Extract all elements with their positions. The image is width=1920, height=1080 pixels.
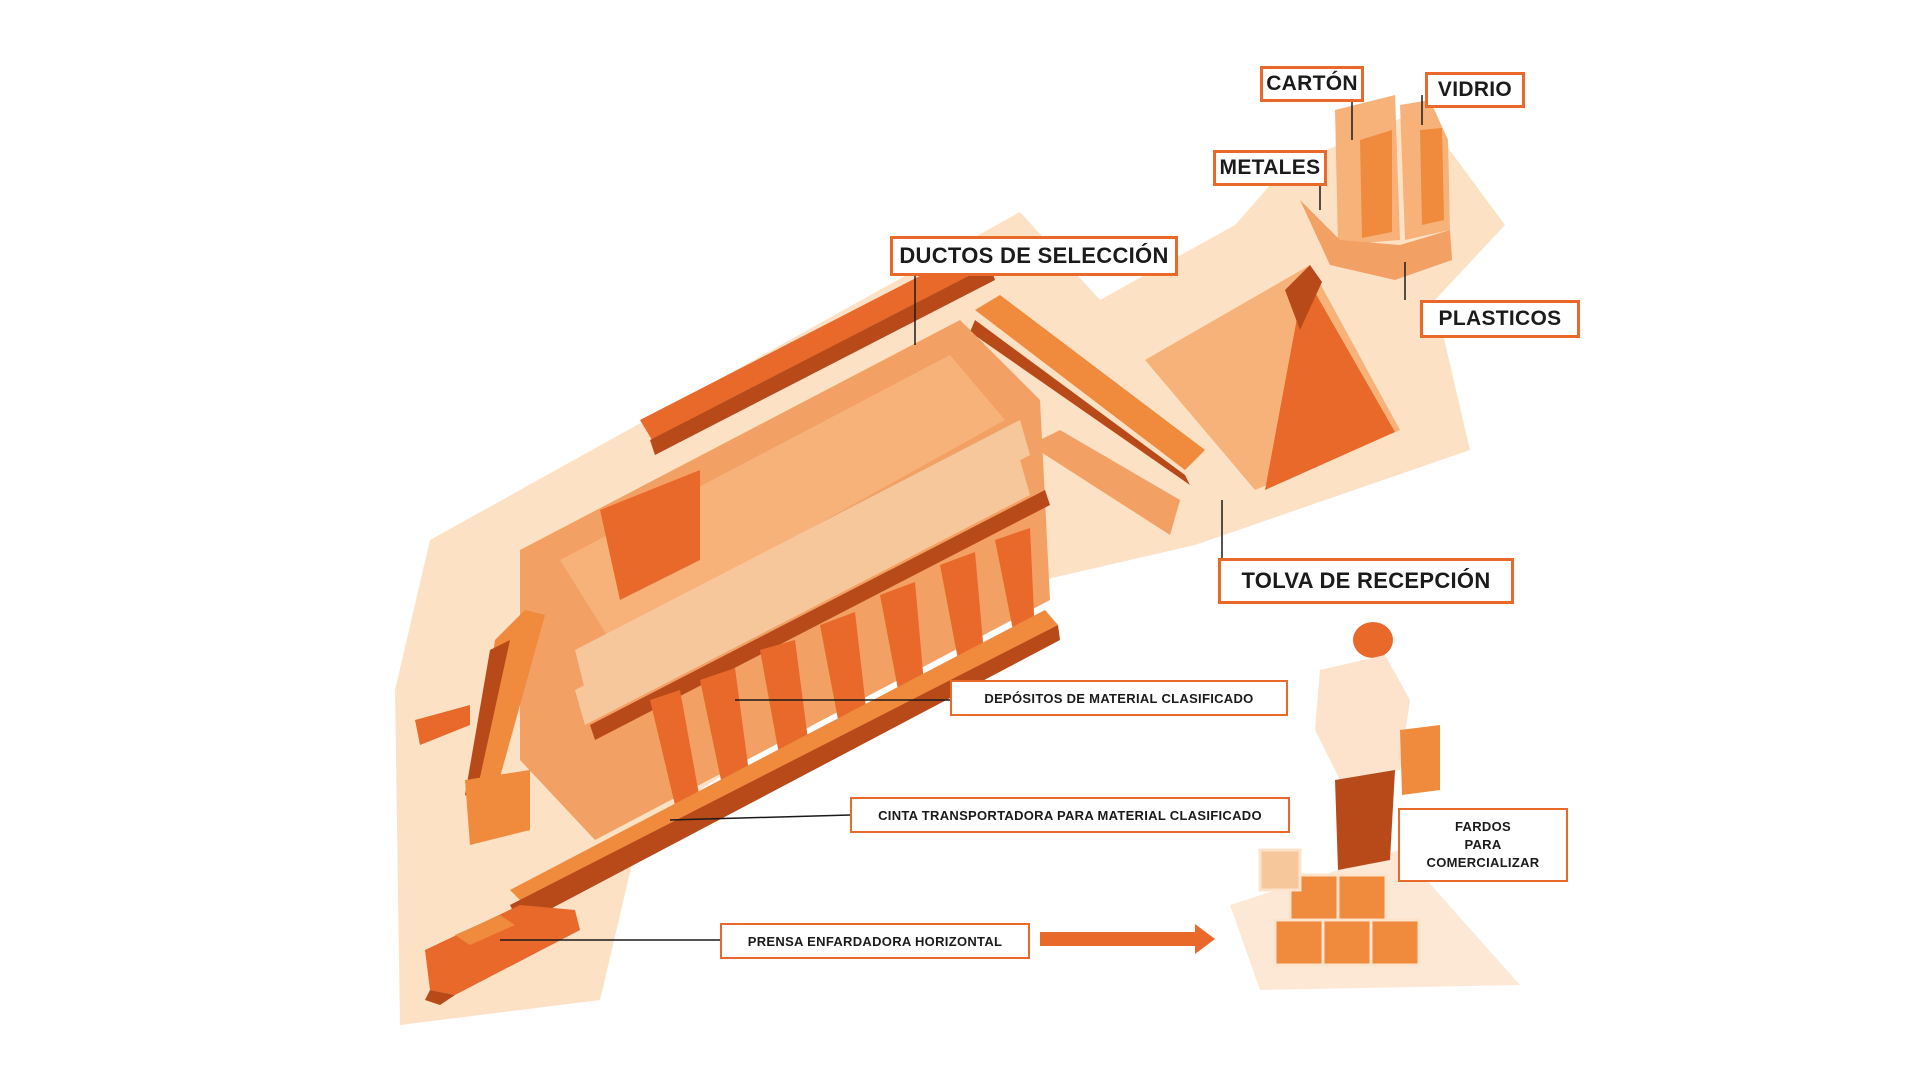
label-vidrio: VIDRIO bbox=[1425, 72, 1525, 108]
fardos-line-2: PARA bbox=[1464, 837, 1502, 852]
label-cinta-transportadora: CINTA TRANSPORTADORA PARA MATERIAL CLASI… bbox=[850, 797, 1290, 833]
arrow-to-bales bbox=[1040, 924, 1215, 954]
label-ductos-de-seleccion: DUCTOS DE SELECCIÓN bbox=[890, 236, 1178, 276]
reception-hopper-shape bbox=[1145, 265, 1400, 490]
worker-figure bbox=[1315, 622, 1440, 870]
left-elevator-shape bbox=[415, 610, 545, 845]
fardos-line-1: FARDOS bbox=[1455, 819, 1511, 834]
bales-stack bbox=[1258, 848, 1421, 967]
label-prensa-enfardadora: PRENSA ENFARDADORA HORIZONTAL bbox=[720, 923, 1030, 959]
label-tolva-de-recepcion: TOLVA DE RECEPCIÓN bbox=[1218, 558, 1514, 604]
sorting-bins bbox=[1300, 95, 1452, 280]
incline-conveyor-shape bbox=[970, 295, 1205, 535]
label-metales: METALES bbox=[1213, 150, 1327, 186]
sorting-structure-shape bbox=[520, 245, 1050, 840]
label-carton: CARTÓN bbox=[1260, 66, 1364, 102]
baling-press-shape bbox=[425, 905, 580, 1005]
fardos-line-3: COMERCIALIZAR bbox=[1426, 855, 1540, 870]
label-plasticos: PLASTICOS bbox=[1420, 300, 1580, 338]
label-depositos-material-clasificado: DEPÓSITOS DE MATERIAL CLASIFICADO bbox=[950, 680, 1288, 716]
label-fardos-para-comercializar: FARDOS PARA COMERCIALIZAR bbox=[1398, 808, 1568, 882]
